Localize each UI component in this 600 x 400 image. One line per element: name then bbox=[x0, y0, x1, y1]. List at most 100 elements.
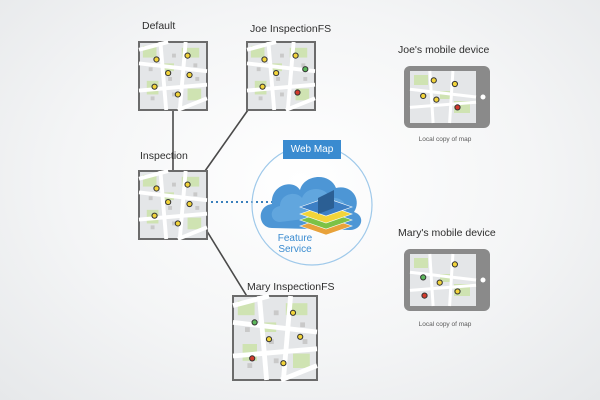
road bbox=[138, 82, 208, 93]
road bbox=[266, 41, 277, 111]
inspection-point bbox=[165, 69, 172, 77]
road bbox=[232, 293, 270, 308]
inspection-map-label: Inspection bbox=[140, 150, 188, 162]
building bbox=[245, 327, 250, 332]
map-default bbox=[138, 40, 208, 112]
inspection-point bbox=[153, 185, 160, 192]
inspection-point bbox=[421, 292, 428, 299]
map-mary-inspectionfs bbox=[232, 293, 318, 383]
inspection-point bbox=[261, 56, 268, 63]
mary-device-caption: Local copy of map bbox=[418, 321, 472, 328]
building bbox=[195, 76, 200, 81]
inspection-point bbox=[292, 52, 299, 59]
building bbox=[258, 96, 263, 101]
road bbox=[280, 363, 318, 383]
road bbox=[158, 170, 169, 240]
building bbox=[150, 225, 155, 230]
road bbox=[232, 346, 318, 359]
home-button bbox=[480, 277, 486, 283]
building bbox=[168, 205, 173, 210]
inspection-point bbox=[420, 92, 427, 100]
park-block bbox=[414, 258, 428, 268]
inspection-point bbox=[289, 309, 297, 316]
feature-service-label-line2: Service bbox=[278, 244, 312, 255]
inspection-point bbox=[165, 198, 172, 206]
park-block bbox=[187, 88, 202, 101]
joe-inspectionfs-label: Joe InspectionFS bbox=[250, 23, 332, 35]
road bbox=[232, 320, 318, 335]
building bbox=[273, 310, 279, 316]
road bbox=[409, 87, 477, 99]
building bbox=[247, 363, 253, 368]
building bbox=[303, 76, 308, 81]
inspection-point bbox=[184, 52, 191, 59]
inspection-point bbox=[184, 181, 191, 188]
road bbox=[257, 295, 269, 381]
default-map-label: Default bbox=[142, 20, 176, 32]
road bbox=[138, 169, 169, 181]
park-block bbox=[142, 174, 157, 187]
road bbox=[138, 61, 208, 74]
park-block bbox=[289, 47, 308, 58]
map-joe-inspectionfs bbox=[246, 40, 316, 112]
building bbox=[172, 92, 176, 97]
building bbox=[195, 205, 200, 210]
road bbox=[138, 211, 208, 222]
inspection-point bbox=[186, 71, 193, 79]
road bbox=[246, 82, 316, 93]
park-block bbox=[440, 91, 450, 99]
inspection-point bbox=[265, 336, 273, 343]
inspection-point bbox=[297, 333, 304, 340]
building bbox=[172, 53, 176, 58]
road bbox=[138, 190, 208, 203]
inspection-point bbox=[259, 83, 266, 90]
building bbox=[269, 339, 274, 344]
park-block bbox=[293, 353, 310, 368]
road bbox=[158, 41, 169, 111]
connector-line bbox=[204, 109, 249, 172]
road bbox=[448, 70, 455, 124]
building bbox=[302, 339, 308, 344]
feature-service-cloud bbox=[251, 144, 373, 266]
building bbox=[300, 322, 305, 328]
building bbox=[168, 76, 173, 81]
park-block bbox=[440, 274, 450, 282]
mary-inspectionfs-label: Mary InspectionFS bbox=[247, 281, 335, 293]
building bbox=[172, 182, 176, 187]
road bbox=[285, 96, 316, 112]
inspection-point bbox=[436, 279, 443, 286]
building bbox=[150, 96, 155, 101]
mary-mobile-device bbox=[404, 249, 490, 311]
inspection-point bbox=[174, 220, 181, 227]
road bbox=[246, 40, 277, 52]
inspection-point bbox=[174, 91, 181, 98]
inspection-point bbox=[451, 261, 458, 268]
inspection-point bbox=[273, 69, 280, 77]
road bbox=[409, 100, 477, 109]
building bbox=[280, 53, 284, 58]
feature-table-icon bbox=[318, 190, 334, 214]
tablet-map bbox=[409, 253, 477, 307]
building bbox=[256, 67, 261, 72]
road bbox=[409, 283, 477, 292]
inspection-point bbox=[153, 56, 160, 63]
joe-device-caption: Local copy of map bbox=[418, 136, 472, 143]
building bbox=[280, 92, 284, 97]
home-button bbox=[480, 94, 486, 100]
road bbox=[138, 40, 169, 52]
inspection-point bbox=[302, 66, 309, 73]
building bbox=[273, 358, 279, 364]
map-inspection bbox=[138, 169, 208, 241]
road bbox=[409, 270, 477, 282]
inspection-point bbox=[454, 288, 461, 295]
building bbox=[276, 76, 281, 81]
inspection-point bbox=[430, 77, 437, 84]
feature-service-label: Feature Service bbox=[275, 233, 315, 255]
park-block bbox=[187, 217, 202, 230]
park-block bbox=[250, 45, 265, 58]
building bbox=[193, 63, 198, 68]
building bbox=[172, 221, 176, 226]
road bbox=[428, 70, 435, 124]
web-map-badge: Web Map bbox=[283, 140, 341, 159]
